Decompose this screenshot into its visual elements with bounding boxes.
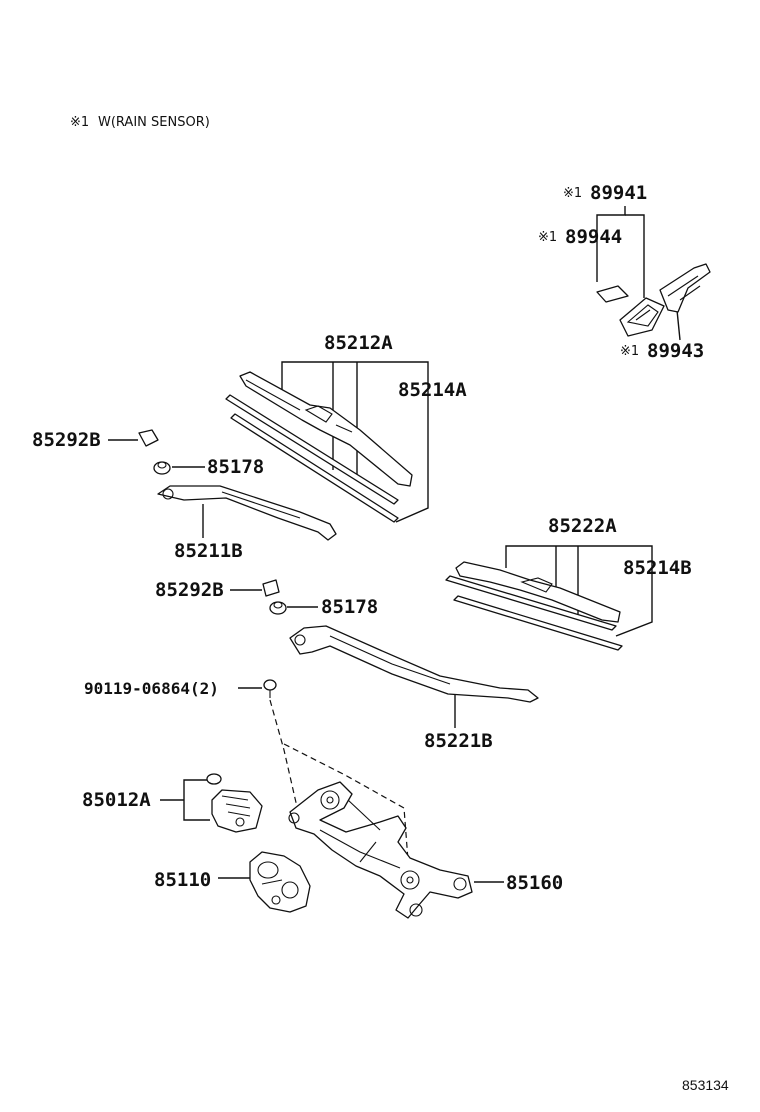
callout-85214a: 85214A — [398, 379, 467, 401]
leader-89941-a — [596, 206, 626, 282]
wiper-arm-85211b — [157, 485, 337, 541]
wiper-arm-85221b — [289, 625, 539, 703]
wiper-motor-85110 — [249, 851, 311, 913]
rain-sensor-note: ※1 W(RAIN SENSOR) — [70, 115, 210, 130]
callout-85178-1: 85178 — [207, 456, 264, 478]
callout-85292b-1: 85292B — [32, 429, 101, 451]
driver-wiper-group: 85212A 85214A 85292B 85178 — [32, 332, 467, 562]
passenger-wiper-group: 85222A 85214B 85292B 85178 85221B — [155, 515, 692, 752]
callout-89944: 89944 — [565, 226, 622, 248]
leader-89941-b — [625, 214, 645, 298]
callout-85292b-2: 85292B — [155, 579, 224, 601]
callout-85222a: 85222A — [548, 515, 617, 537]
sensor-bracket-89943 — [659, 263, 711, 313]
bolt-path-2 — [283, 743, 409, 861]
wiper-blade-85222a — [455, 561, 621, 623]
wiper-rubber-85214b — [445, 575, 623, 651]
rain-sensor-89941 — [619, 297, 665, 337]
wiper-nut-85178-2 — [269, 601, 287, 615]
callout-90119: 90119-06864(2) — [84, 679, 219, 698]
callout-89941: 89941 — [590, 182, 647, 204]
wiper-nut-85178-1 — [153, 461, 171, 475]
wiper-cap-85292b-1 — [138, 429, 159, 447]
note-text: W(RAIN SENSOR) — [98, 115, 210, 130]
wiper-link-assy-85160 — [288, 781, 473, 919]
sensor-pad-89944 — [596, 285, 629, 303]
figure-reference: 853134 — [682, 1077, 729, 1093]
bolt-path-1 — [269, 699, 301, 821]
callout-89943: 89943 — [647, 340, 704, 362]
linkage-motor-group: 90119-06864(2) 85160 85012A — [82, 679, 563, 919]
callout-85012a: 85012A — [82, 789, 151, 811]
leader-85222a-bracket — [505, 545, 653, 637]
callout-85221b: 85221B — [424, 730, 493, 752]
callout-85110: 85110 — [154, 869, 211, 891]
callout-85178-2: 85178 — [321, 596, 378, 618]
callout-89941-mark: ※1 — [563, 186, 582, 201]
leader-85212a-bracket — [281, 361, 429, 523]
callout-85214b: 85214B — [623, 557, 692, 579]
wiper-cap-85292b-2 — [262, 579, 280, 597]
callout-85160: 85160 — [506, 872, 563, 894]
callout-89943-mark: ※1 — [620, 344, 639, 359]
rain-sensor-group: ※1 89941 ※1 89944 ※1 89943 — [538, 182, 711, 362]
leader-85012a-bracket — [183, 779, 210, 821]
callout-89944-mark: ※1 — [538, 230, 557, 245]
callout-85212a: 85212A — [324, 332, 393, 354]
wiper-rubber-85214a — [225, 394, 399, 523]
callout-85211b: 85211B — [174, 540, 243, 562]
wiper-blade-85212a — [239, 371, 413, 487]
seal-85012a — [206, 773, 222, 785]
bolt-90119 — [263, 679, 277, 698]
note-mark: ※1 — [70, 115, 89, 130]
connector-85012a — [211, 789, 263, 833]
